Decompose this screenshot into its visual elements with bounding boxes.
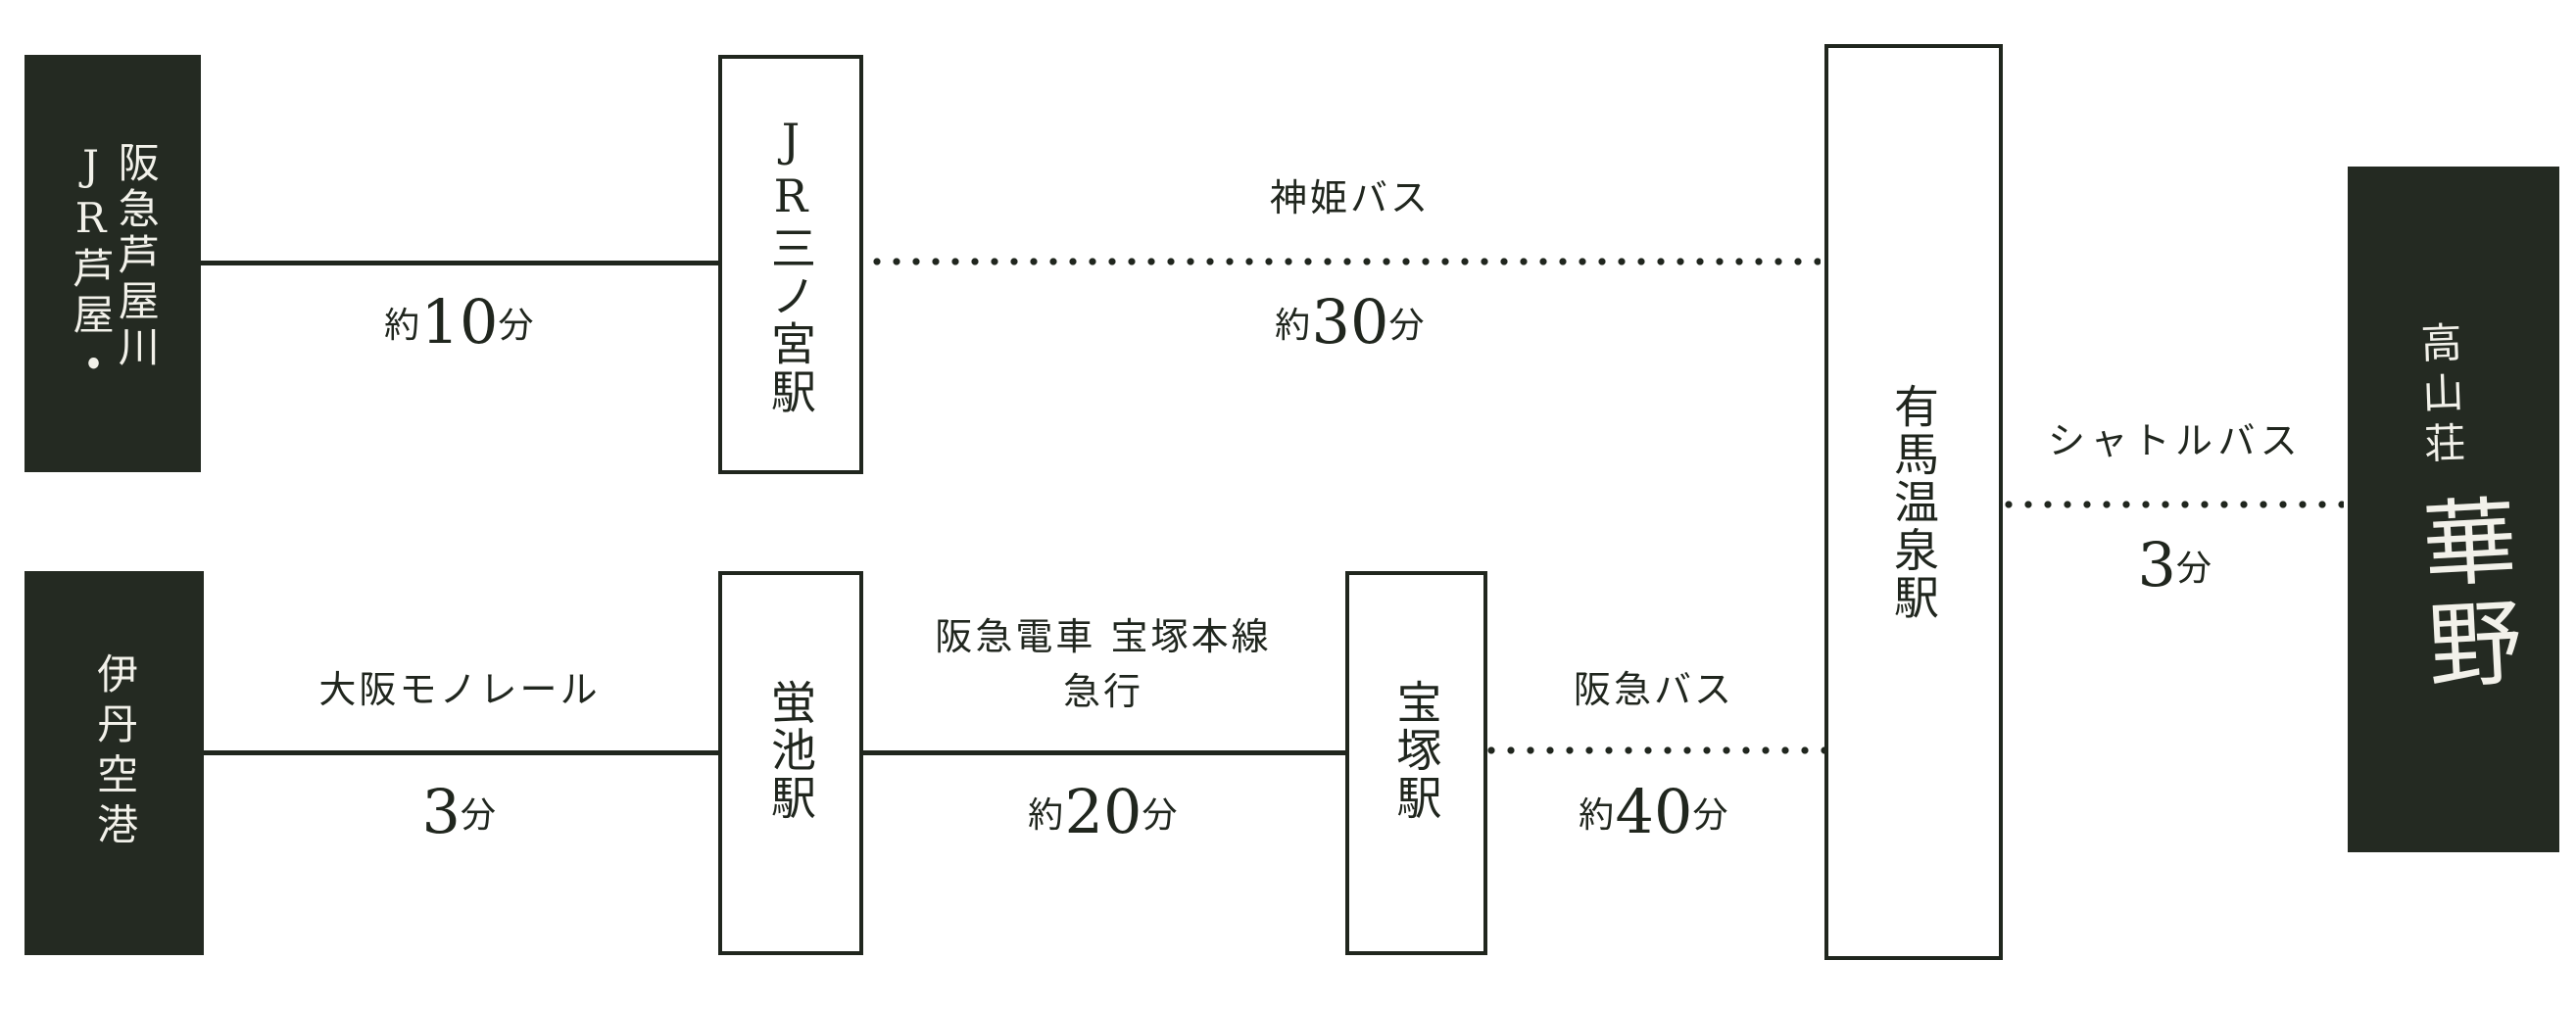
via-label-shuttle-bus: シャトルバス: [2048, 419, 2303, 462]
route-line-arima-to-hanano: [2005, 501, 2344, 508]
duration-minutes: 20: [1064, 776, 1142, 847]
route-line-itami-to-hotarugaike: [204, 750, 718, 755]
destination-name-hanano: 華野: [2404, 491, 2524, 700]
station-jr-sannomiya-label: JR三ノ宮駅: [764, 113, 817, 416]
terminal-ashiya-label: 阪急芦屋川 JR芦屋・: [67, 141, 161, 386]
duration-unit: 分: [1388, 306, 1426, 346]
duration-minutes: 3: [421, 776, 461, 847]
duration-minutes: 40: [1615, 776, 1693, 847]
via-label-osaka-monorail: 大阪モノレール: [318, 668, 601, 711]
duration-prefix: 約: [1579, 795, 1616, 836]
duration-minutes: 3: [2137, 529, 2176, 601]
duration-label-30min: 約30分: [1275, 292, 1426, 353]
via-label-line2: 急行: [1062, 670, 1144, 713]
duration-minutes: 10: [420, 286, 499, 358]
duration-label-10min: 約10分: [384, 292, 535, 353]
duration-label-20min: 約20分: [1028, 782, 1179, 842]
duration-minutes: 30: [1311, 286, 1389, 358]
station-jr-sannomiya: JR三ノ宮駅: [718, 55, 863, 474]
route-line-hotarugaike-to-takarazuka: [863, 750, 1345, 755]
via-label-shinki-bus: 神姫バス: [1269, 176, 1432, 219]
terminal-itami-label: 伊丹空港: [90, 651, 139, 853]
duration-prefix: 約: [1028, 795, 1065, 836]
terminal-ashiya-panel: 阪急芦屋川 JR芦屋・: [24, 55, 201, 472]
duration-unit: 分: [2176, 549, 2213, 589]
station-takarazuka: 宝塚駅: [1345, 571, 1487, 955]
duration-label-3min-shuttle: 3分: [2138, 535, 2213, 596]
duration-unit: 分: [1692, 795, 1729, 836]
station-arima-onsen: 有馬温泉駅: [1824, 44, 2003, 960]
station-takarazuka-label: 宝塚駅: [1389, 678, 1443, 823]
route-line-ashiya-to-sannomiya: [201, 261, 718, 265]
via-label-hankyu-bus: 阪急バス: [1573, 668, 1735, 711]
duration-label-3min-monorail: 3分: [422, 782, 498, 842]
station-arima-onsen-label: 有馬温泉駅: [1887, 382, 1940, 622]
duration-prefix: 約: [1275, 306, 1312, 346]
duration-label-40min: 約40分: [1579, 782, 1729, 842]
destination-name-kozanso: 高山荘: [2413, 320, 2467, 473]
destination-logo-panel: 高山荘 華野: [2348, 167, 2559, 852]
duration-prefix: 約: [384, 306, 421, 346]
route-line-sannomiya-to-arima: [873, 258, 1821, 265]
terminal-itami-airport-panel: 伊丹空港: [24, 571, 204, 955]
station-hotarugaike: 蛍池駅: [718, 571, 863, 955]
duration-unit: 分: [1142, 795, 1179, 836]
duration-unit: 分: [498, 306, 535, 346]
duration-unit: 分: [461, 795, 498, 836]
station-hotarugaike-label: 蛍池駅: [764, 678, 817, 823]
via-label-line1: 阪急電車 宝塚本線: [935, 615, 1272, 658]
via-label-hankyu-takarazuka-line: 阪急電車 宝塚本線 急行: [935, 609, 1271, 719]
route-line-takarazuka-to-arima: [1487, 746, 1824, 754]
